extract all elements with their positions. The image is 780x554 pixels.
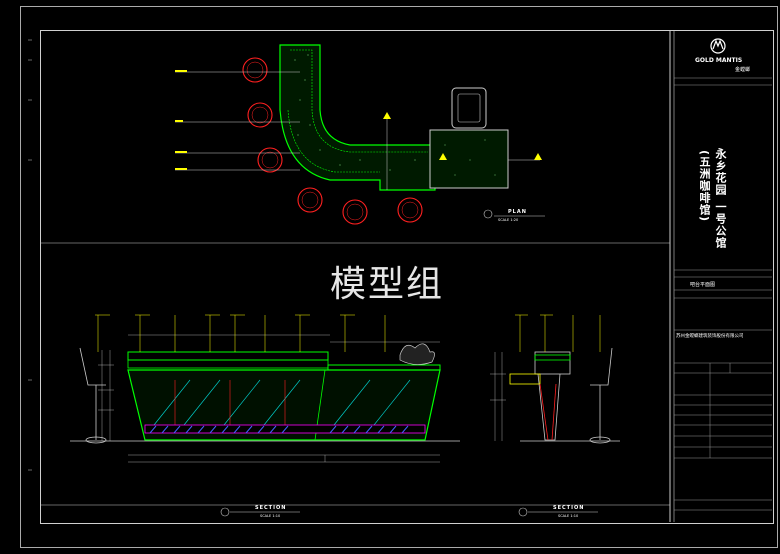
section-scale-1: SCALE 1:10 — [260, 514, 281, 518]
section-side-counter — [520, 351, 620, 442]
logo-brand: GOLD MANTIS — [695, 57, 743, 64]
plan-label: PLAN — [508, 209, 527, 215]
drawing-title: 吧台平面图 — [690, 282, 716, 288]
project-title: 永乡花园 一号公馆 — [714, 148, 727, 249]
company-name: 苏州金螳螂建筑装饰股份有限公司 — [676, 334, 744, 339]
section-label-1: SECTION — [255, 505, 287, 511]
plan-scale: SCALE 1:20 — [498, 218, 519, 222]
inner-border — [40, 30, 774, 524]
plan-counter — [279, 44, 436, 191]
section-stool-left — [79, 347, 107, 444]
logo-sub: 金螳螂 — [735, 67, 751, 73]
section-label-2: SECTION — [553, 505, 585, 511]
watermark-text: 模型组 — [330, 264, 445, 305]
section-scale-2: SCALE 1:10 — [558, 514, 579, 518]
section-plant — [399, 343, 435, 365]
plan-armchair — [451, 87, 487, 129]
outer-border — [20, 6, 778, 548]
plan-stools — [242, 57, 423, 225]
logo-mark — [710, 38, 726, 54]
project-subtitle: (五洲咖啡馆) — [698, 150, 711, 223]
section-stool-right — [589, 347, 613, 444]
